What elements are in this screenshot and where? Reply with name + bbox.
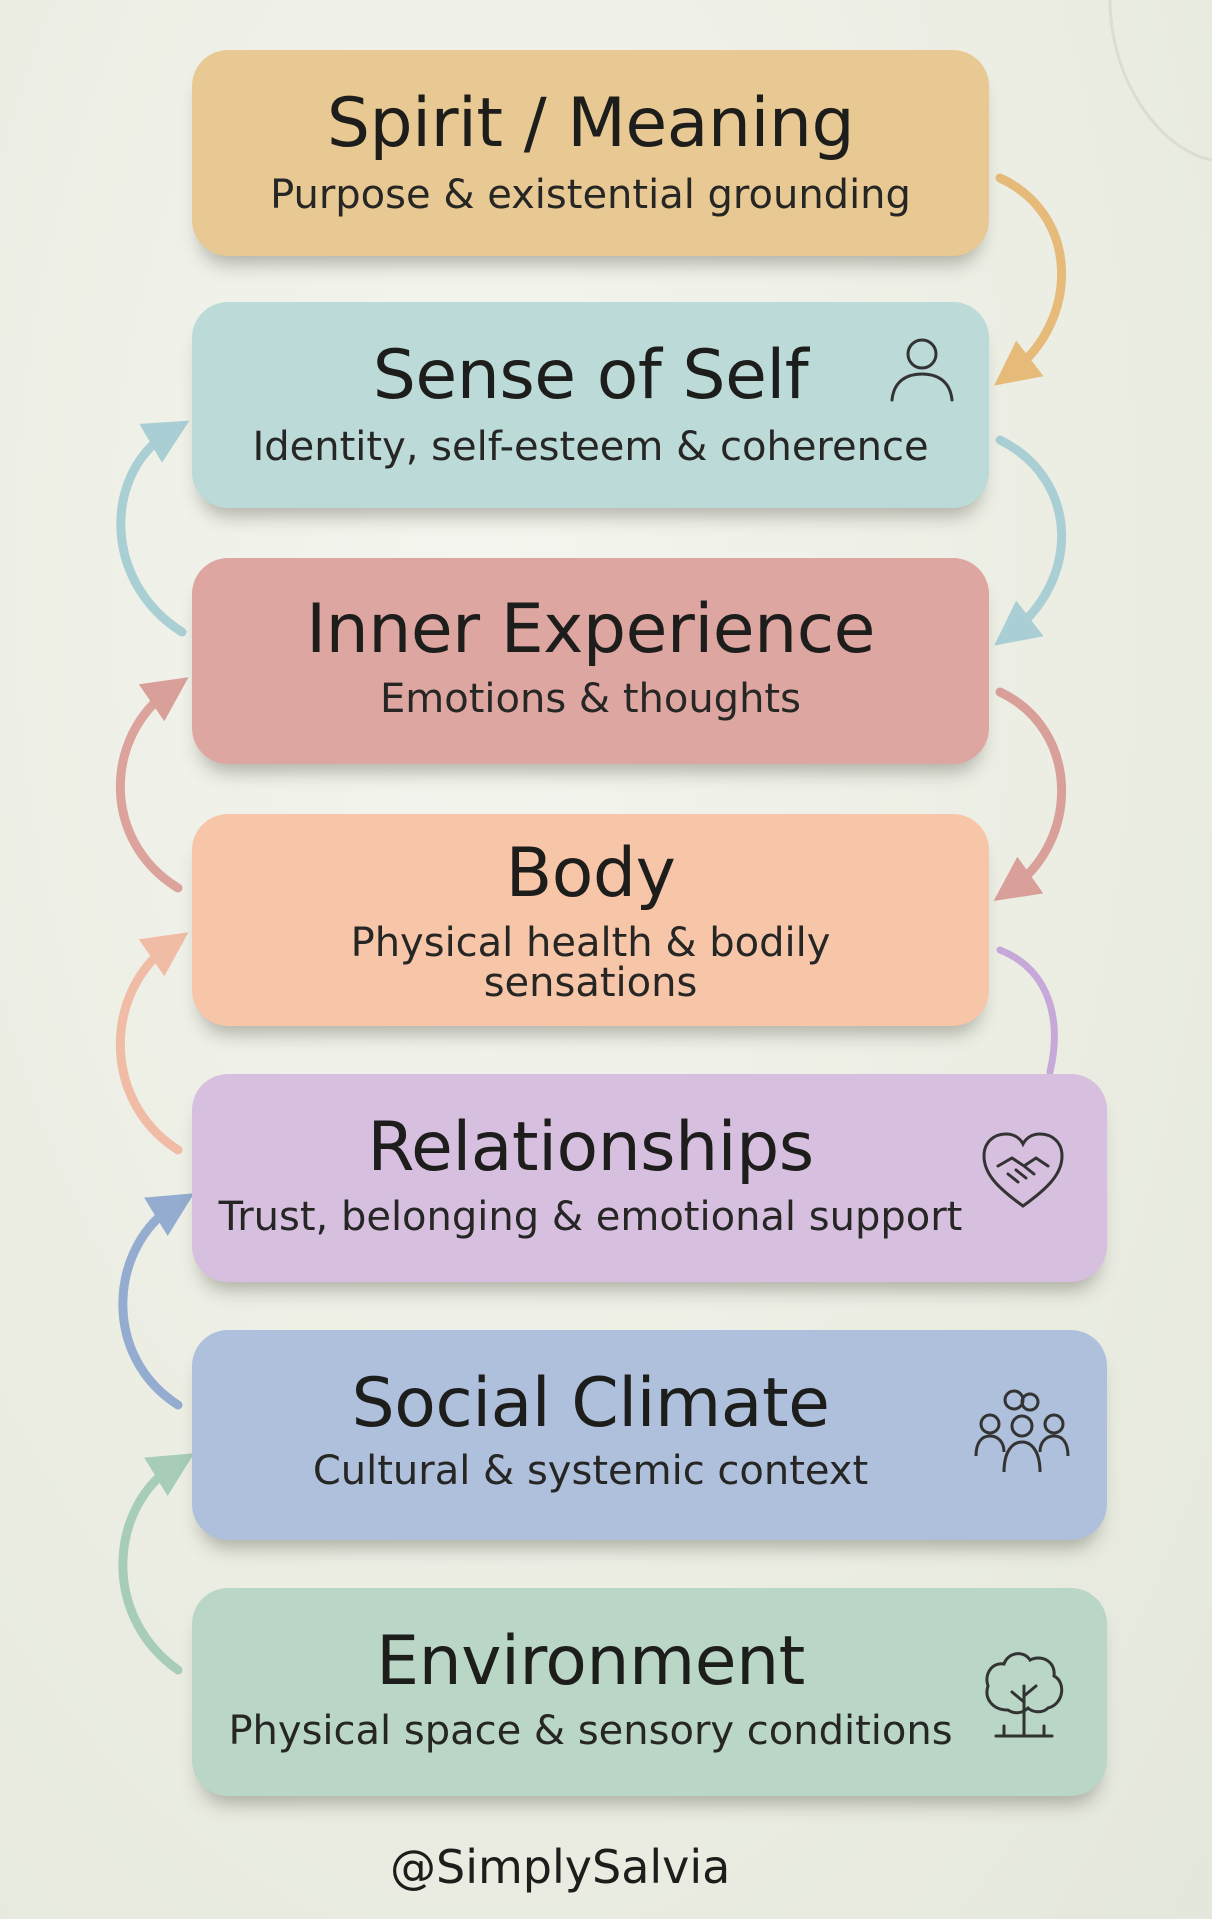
- layer-spirit-meaning: Spirit / Meaning Purpose & existential g…: [192, 50, 989, 256]
- arrow-spirit-to-self: [994, 173, 1067, 386]
- arrow-self-to-inner: [994, 435, 1067, 646]
- arrow-relationships-to-body: [115, 932, 189, 1155]
- group-people-icon: [972, 1386, 1072, 1476]
- author-handle: @SimplySalvia: [390, 1840, 731, 1894]
- layer-title: Body: [505, 834, 676, 913]
- layer-subtitle: Trust, belonging & emotional support: [218, 1194, 963, 1240]
- layer-title: Inner Experience: [306, 590, 875, 669]
- layer-body: Body Physical health & bodily sensations: [192, 814, 989, 1026]
- layer-title: Sense of Self: [372, 336, 809, 415]
- person-icon: [884, 330, 960, 406]
- layer-subtitle: Identity, self-esteem & coherence: [252, 424, 929, 470]
- tree-icon: [978, 1646, 1070, 1740]
- layer-subtitle: Physical space & sensory conditions: [228, 1708, 953, 1754]
- arrow-social-to-relationships: [118, 1193, 195, 1410]
- layer-title: Social Climate: [351, 1364, 830, 1443]
- arrow-inner-to-self: [116, 420, 190, 637]
- arrow-environment-to-social: [118, 1453, 195, 1675]
- layer-relationships: Relationships Trust, belonging & emotion…: [192, 1074, 1107, 1282]
- arrow-body-to-relationships: [996, 946, 1058, 1076]
- layer-subtitle-line1: Physical health & bodily: [350, 920, 831, 966]
- arrow-body-to-inner: [115, 677, 189, 893]
- layer-inner-experience: Inner Experience Emotions & thoughts: [192, 558, 989, 764]
- layer-subtitle: Cultural & systemic context: [312, 1448, 869, 1494]
- layer-social-climate: Social Climate Cultural & systemic conte…: [192, 1330, 1107, 1540]
- heart-handshake-icon: [978, 1128, 1068, 1212]
- layer-title: Relationships: [367, 1108, 814, 1187]
- layer-title: Environment: [376, 1622, 805, 1701]
- layer-sense-of-self: Sense of Self Identity, self-esteem & co…: [192, 302, 989, 508]
- layer-subtitle: Emotions & thoughts: [380, 676, 801, 722]
- layer-environment: Environment Physical space & sensory con…: [192, 1588, 1107, 1796]
- layer-subtitle-line2: sensations: [483, 960, 698, 1006]
- arrow-inner-to-body: [993, 687, 1067, 901]
- layer-subtitle: Purpose & existential grounding: [270, 172, 911, 218]
- layer-title: Spirit / Meaning: [326, 84, 855, 163]
